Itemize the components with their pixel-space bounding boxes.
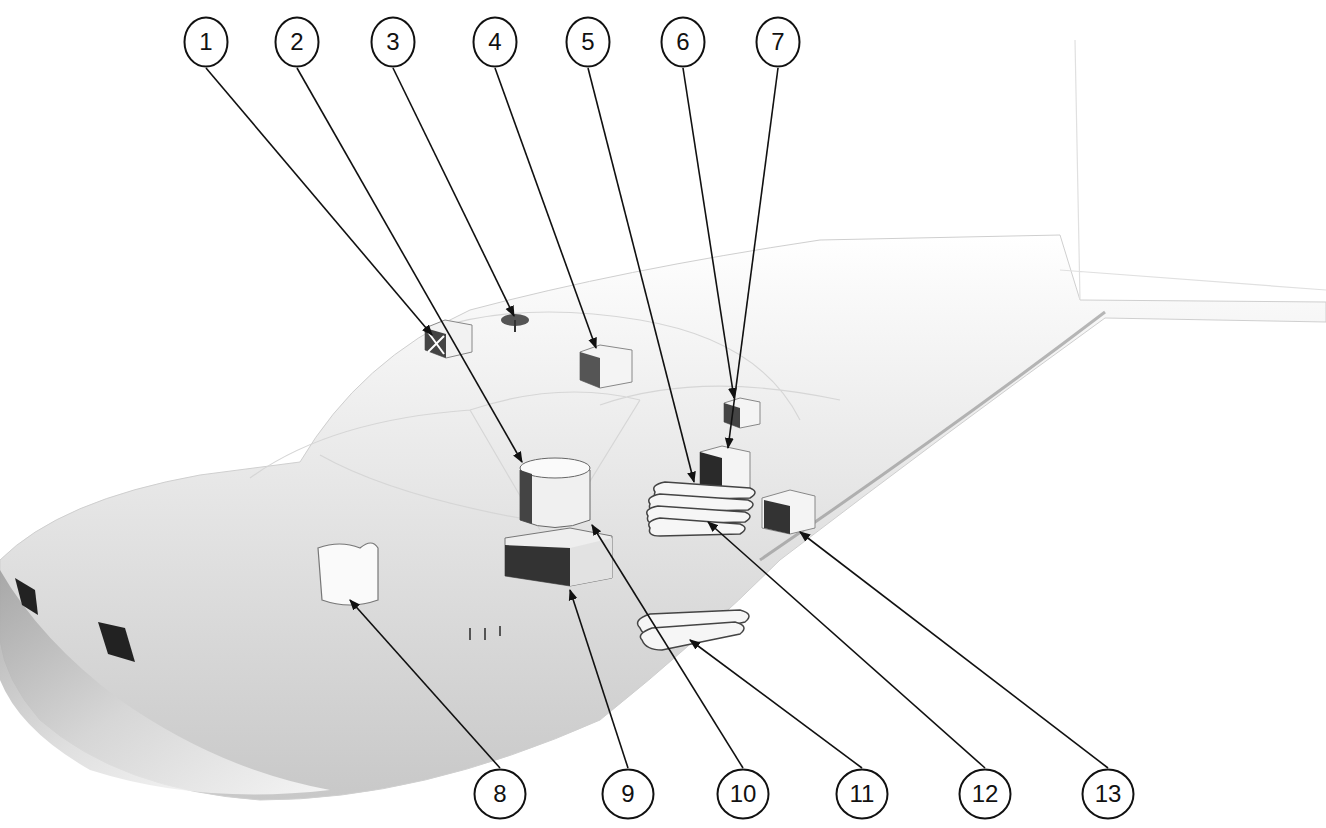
cylinder bbox=[520, 458, 590, 528]
callout-number: 10 bbox=[730, 782, 757, 806]
stacked-pads bbox=[647, 482, 755, 536]
callout-number: 5 bbox=[581, 30, 594, 54]
callout-circle: 10 bbox=[716, 768, 770, 820]
circle-shape bbox=[474, 18, 517, 67]
fuselage-seam bbox=[760, 312, 1105, 560]
fuselage bbox=[0, 235, 1326, 800]
callout-circle: 8 bbox=[473, 768, 527, 820]
circle-shape bbox=[837, 770, 888, 819]
callout-circle: 9 bbox=[601, 768, 655, 820]
box-part bbox=[580, 345, 632, 388]
circle-shape bbox=[372, 18, 415, 67]
antenna-dish bbox=[501, 314, 529, 332]
pad bbox=[638, 610, 749, 650]
callout-circle: 3 bbox=[370, 16, 416, 68]
window bbox=[15, 578, 38, 615]
callout-number: 3 bbox=[386, 30, 399, 54]
callout-circle: 6 bbox=[660, 16, 706, 68]
callout-number: 9 bbox=[621, 782, 634, 806]
box-part bbox=[724, 398, 760, 428]
marks bbox=[470, 626, 500, 640]
callout-circle: 11 bbox=[835, 768, 889, 820]
callout-circle: 1 bbox=[183, 16, 229, 68]
circle-shape bbox=[757, 18, 800, 67]
window bbox=[98, 622, 135, 662]
circle-shape bbox=[475, 770, 526, 819]
shield-part bbox=[318, 543, 378, 605]
callout-number: 11 bbox=[850, 782, 875, 806]
callout-number: 4 bbox=[488, 30, 501, 54]
tail-surface bbox=[1060, 40, 1326, 300]
callout-number: 7 bbox=[771, 30, 784, 54]
callout-number: 12 bbox=[972, 782, 999, 806]
callout-number: 1 bbox=[199, 30, 212, 54]
callout-number: 6 bbox=[676, 30, 689, 54]
circle-shape bbox=[960, 770, 1011, 819]
nose-shading bbox=[0, 570, 330, 795]
circle-shape bbox=[1083, 770, 1134, 819]
callout-circle: 13 bbox=[1081, 768, 1135, 820]
callout-number: 8 bbox=[493, 782, 506, 806]
callout-number: 13 bbox=[1095, 782, 1122, 806]
circle-shape bbox=[662, 18, 705, 67]
callout-circle: 7 bbox=[755, 16, 801, 68]
circle-shape bbox=[603, 770, 654, 819]
callout-number: 2 bbox=[290, 30, 303, 54]
box-part bbox=[505, 528, 612, 586]
circle-shape bbox=[567, 18, 610, 67]
callout-circle: 4 bbox=[472, 16, 518, 68]
callout-circle: 12 bbox=[958, 768, 1012, 820]
circle-shape bbox=[185, 18, 228, 67]
circle-shape bbox=[276, 18, 319, 67]
callout-circle: 5 bbox=[565, 16, 611, 68]
circle-shape bbox=[718, 770, 769, 819]
canopy-lines bbox=[250, 312, 840, 530]
callout-circle: 2 bbox=[274, 16, 320, 68]
box-part bbox=[762, 490, 815, 534]
box-part bbox=[425, 320, 472, 358]
leader-lines bbox=[206, 68, 1108, 768]
